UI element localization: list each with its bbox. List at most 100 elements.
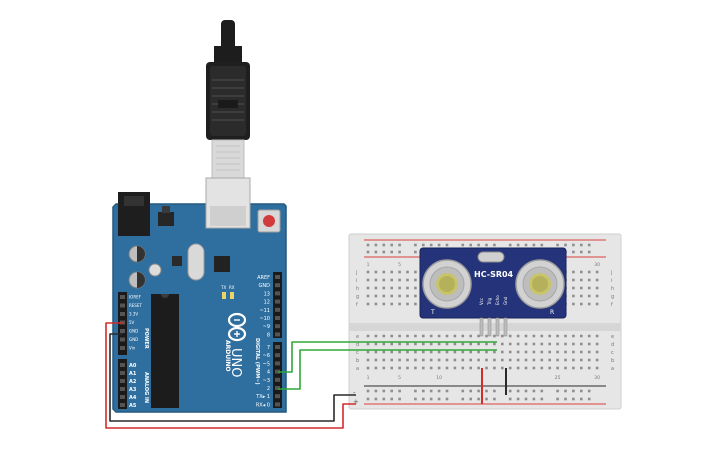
rail-hole[interactable] bbox=[540, 243, 544, 247]
breadboard-hole[interactable] bbox=[437, 358, 441, 362]
digital-pin[interactable] bbox=[275, 283, 280, 288]
breadboard-hole[interactable] bbox=[540, 366, 544, 370]
breadboard-hole[interactable] bbox=[477, 334, 480, 338]
breadboard-hole[interactable] bbox=[485, 350, 488, 354]
rail-hole[interactable] bbox=[477, 389, 480, 393]
breadboard-hole[interactable] bbox=[382, 294, 386, 298]
breadboard-hole[interactable] bbox=[406, 358, 409, 362]
breadboard-hole[interactable] bbox=[469, 358, 472, 362]
rail-hole[interactable] bbox=[382, 243, 386, 247]
wire-trig[interactable] bbox=[278, 341, 497, 373]
rail-hole[interactable] bbox=[564, 243, 567, 247]
rail-hole[interactable] bbox=[580, 243, 583, 247]
rail-hole[interactable] bbox=[493, 397, 496, 401]
breadboard-hole[interactable] bbox=[572, 286, 575, 290]
analog-pin[interactable] bbox=[120, 363, 125, 367]
breadboard-hole[interactable] bbox=[382, 366, 386, 370]
rail-hole[interactable] bbox=[587, 389, 591, 393]
breadboard-hole[interactable] bbox=[366, 358, 370, 362]
rail-hole[interactable] bbox=[437, 243, 441, 247]
breadboard-hole[interactable] bbox=[374, 342, 378, 346]
breadboard-hole[interactable] bbox=[508, 334, 512, 338]
breadboard-hole[interactable] bbox=[587, 294, 591, 298]
breadboard-hole[interactable] bbox=[461, 350, 465, 354]
breadboard-hole[interactable] bbox=[508, 366, 512, 370]
breadboard-hole[interactable] bbox=[564, 358, 567, 362]
breadboard-hole[interactable] bbox=[469, 342, 472, 346]
rail-hole[interactable] bbox=[398, 397, 401, 401]
rail-hole[interactable] bbox=[374, 389, 378, 393]
breadboard-hole[interactable] bbox=[501, 350, 504, 354]
breadboard-hole[interactable] bbox=[414, 294, 417, 298]
breadboard-hole[interactable] bbox=[414, 342, 417, 346]
rail-hole[interactable] bbox=[508, 389, 512, 393]
breadboard-hole[interactable] bbox=[366, 366, 370, 370]
rail-hole[interactable] bbox=[556, 397, 559, 401]
rail-hole[interactable] bbox=[382, 250, 386, 254]
digital-pin[interactable] bbox=[275, 324, 280, 329]
breadboard-hole[interactable] bbox=[524, 334, 528, 338]
rail-hole[interactable] bbox=[485, 243, 488, 247]
breadboard-hole[interactable] bbox=[406, 286, 409, 290]
breadboard-hole[interactable] bbox=[414, 286, 417, 290]
breadboard-hole[interactable] bbox=[532, 334, 536, 338]
breadboard-hole[interactable] bbox=[374, 286, 378, 290]
breadboard-hole[interactable] bbox=[398, 278, 401, 282]
breadboard-hole[interactable] bbox=[580, 270, 583, 274]
breadboard-hole[interactable] bbox=[564, 350, 567, 354]
breadboard-hole[interactable] bbox=[493, 366, 496, 370]
breadboard-hole[interactable] bbox=[493, 358, 496, 362]
rail-hole[interactable] bbox=[516, 389, 520, 393]
breadboard-hole[interactable] bbox=[422, 366, 425, 370]
rail-hole[interactable] bbox=[485, 397, 488, 401]
wire-gnd[interactable] bbox=[109, 333, 356, 422]
rail-hole[interactable] bbox=[366, 243, 370, 247]
analog-pin[interactable] bbox=[120, 395, 125, 399]
rail-hole[interactable] bbox=[540, 397, 544, 401]
breadboard-hole[interactable] bbox=[580, 302, 583, 306]
breadboard-hole[interactable] bbox=[564, 334, 567, 338]
rail-hole[interactable] bbox=[445, 389, 449, 393]
rail-hole[interactable] bbox=[493, 243, 496, 247]
breadboard-hole[interactable] bbox=[556, 342, 559, 346]
breadboard-hole[interactable] bbox=[398, 366, 401, 370]
breadboard-hole[interactable] bbox=[445, 350, 449, 354]
rail-hole[interactable] bbox=[366, 397, 370, 401]
digital-pin[interactable] bbox=[275, 386, 280, 390]
rail-hole[interactable] bbox=[437, 397, 441, 401]
rail-hole[interactable] bbox=[414, 397, 417, 401]
breadboard-hole[interactable] bbox=[595, 278, 599, 282]
breadboard-hole[interactable] bbox=[390, 294, 393, 298]
breadboard-hole[interactable] bbox=[548, 350, 551, 354]
breadboard-hole[interactable] bbox=[453, 350, 457, 354]
rail-hole[interactable] bbox=[374, 243, 378, 247]
breadboard-hole[interactable] bbox=[366, 294, 370, 298]
rail-hole[interactable] bbox=[382, 389, 386, 393]
breadboard-hole[interactable] bbox=[398, 286, 401, 290]
breadboard-hole[interactable] bbox=[445, 342, 449, 346]
digital-pin[interactable] bbox=[275, 394, 280, 399]
breadboard-hole[interactable] bbox=[374, 334, 378, 338]
rail-hole[interactable] bbox=[532, 243, 536, 247]
rail-hole[interactable] bbox=[564, 397, 567, 401]
breadboard-hole[interactable] bbox=[587, 302, 591, 306]
breadboard-hole[interactable] bbox=[366, 270, 370, 274]
rail-hole[interactable] bbox=[398, 389, 401, 393]
breadboard-hole[interactable] bbox=[398, 358, 401, 362]
breadboard-hole[interactable] bbox=[382, 278, 386, 282]
breadboard-hole[interactable] bbox=[587, 366, 591, 370]
breadboard-hole[interactable] bbox=[461, 342, 465, 346]
rail-hole[interactable] bbox=[445, 397, 449, 401]
rail-hole[interactable] bbox=[516, 243, 520, 247]
breadboard-hole[interactable] bbox=[422, 358, 425, 362]
rail-hole[interactable] bbox=[461, 389, 465, 393]
digital-pin[interactable] bbox=[275, 291, 280, 296]
rail-hole[interactable] bbox=[572, 389, 575, 393]
breadboard-hole[interactable] bbox=[540, 358, 544, 362]
breadboard-hole[interactable] bbox=[548, 366, 551, 370]
breadboard-hole[interactable] bbox=[382, 334, 386, 338]
breadboard-hole[interactable] bbox=[493, 334, 496, 338]
breadboard-hole[interactable] bbox=[414, 350, 417, 354]
breadboard-hole[interactable] bbox=[508, 350, 512, 354]
